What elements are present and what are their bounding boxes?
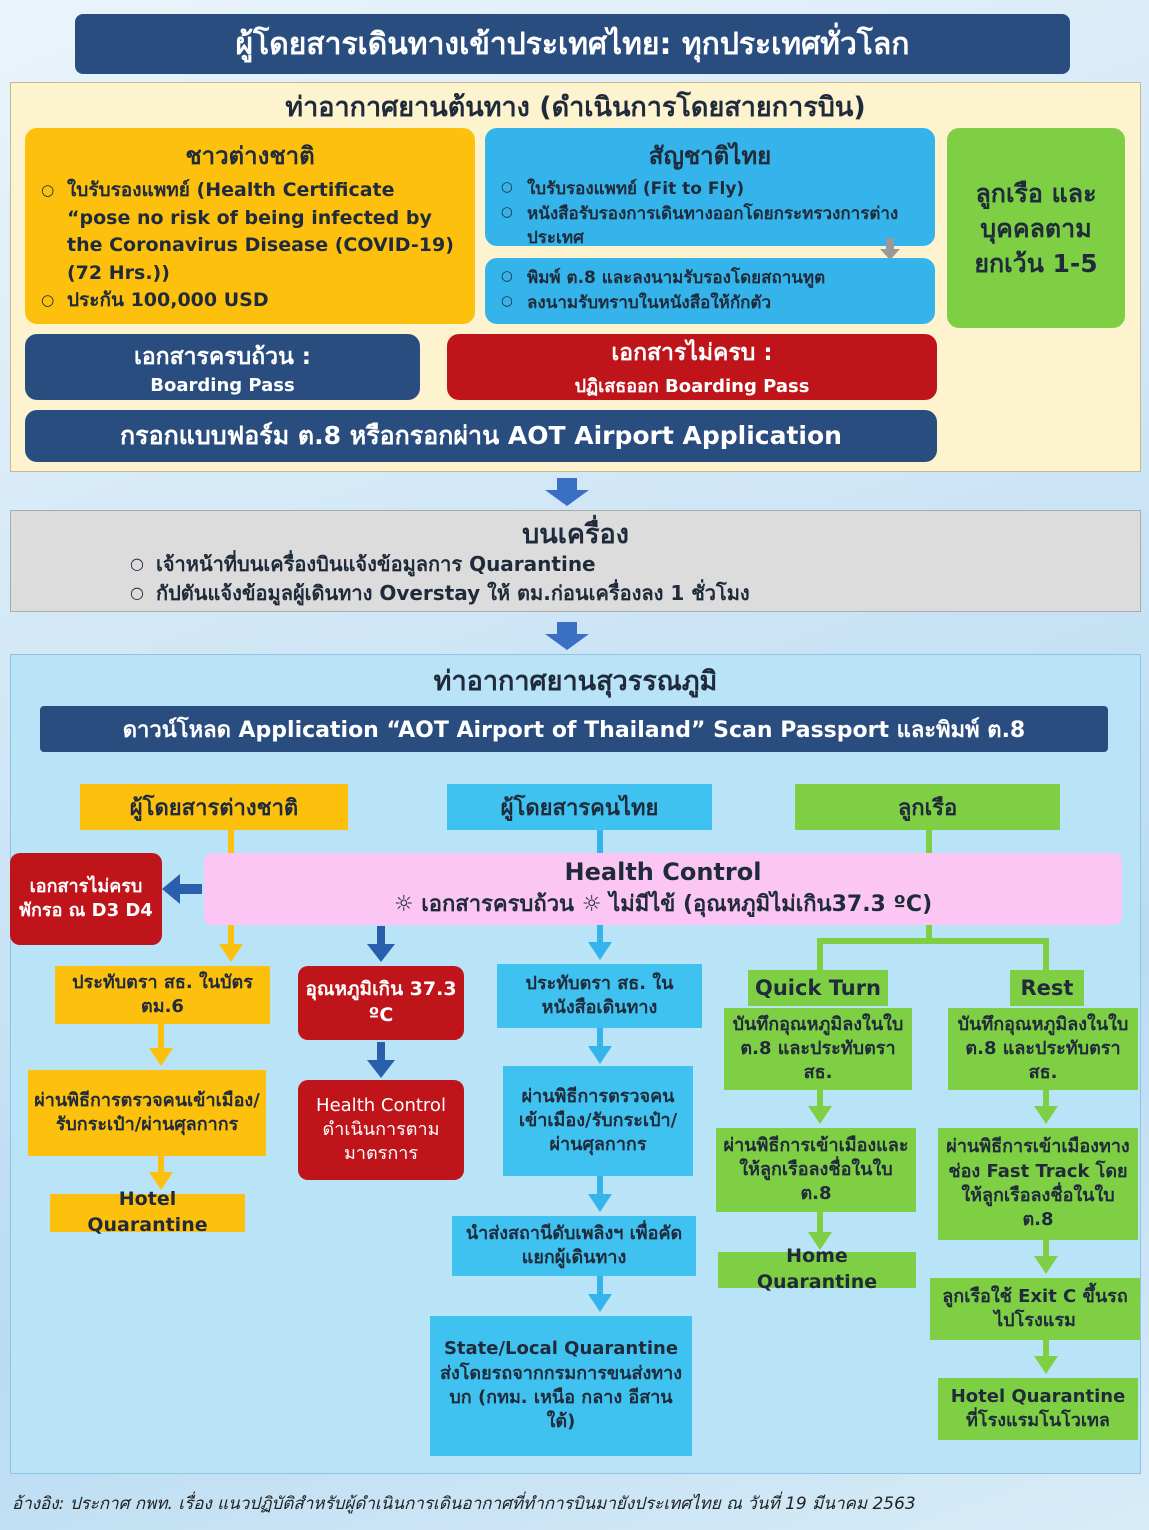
foreign-pax-header: ผู้โดยสารต่างชาติ	[80, 784, 348, 830]
quick-turn-step-immigration: ผ่านพิธีการเข้าเมืองและให้ลูกเรือลงชื่อใ…	[716, 1128, 916, 1212]
onboard-heading: บนเครื่อง	[522, 518, 629, 550]
foreign-step-immigration: ผ่านพิธีการตรวจคนเข้าเมือง/รับกระเป๋า/ผ่…	[28, 1070, 266, 1156]
rest-step-exit-c: ลูกเรือใช้ Exit C ขึ้นรถไปโรงแรม	[930, 1278, 1140, 1340]
flow-arrow-icon	[545, 478, 589, 506]
onboard-list: เจ้าหน้าที่บนเครื่องบินแจ้งข้อมูลการ Qua…	[128, 550, 1108, 608]
foreigner-box: ชาวต่างชาติ ใบรับรองแพทย์ (Health Certif…	[25, 128, 475, 324]
foreign-hotel-quarantine: Hotel Quarantine	[50, 1188, 245, 1236]
onboard-item: กัปตันแจ้งข้อมูลผู้เดินทาง Overstay ให้ …	[130, 579, 1108, 608]
home-quarantine: Home Quarantine	[718, 1245, 916, 1293]
thai-box-2: พิมพ์ ต.8 และลงนามรับรองโดยสถานทูต ลงนาม…	[485, 258, 935, 324]
reference-footer: อ้างอิง: ประกาศ กพท. เรื่อง แนวปฏิบัติสำ…	[12, 1494, 916, 1514]
docs-complete-box: เอกสารครบถ้วน : Boarding Pass	[25, 334, 420, 400]
thai-state-quarantine: State/Local Quarantine ส่งโดยรถจากกรมการ…	[430, 1316, 692, 1456]
thai-step-fire-station: นำส่งสถานีดับเพลิงฯ เพื่อคัดแยกผู้เดินทา…	[452, 1216, 696, 1276]
quick-turn-step-record: บันทึกอุณหภูมิลงในใบ ต.8 และประทับตรา สธ…	[724, 1008, 912, 1090]
thai-list: ใบรับรองแพทย์ (Fit to Fly) หนังสือรับรอง…	[499, 177, 921, 251]
docs-incomplete-sub: ปฏิเสธออก Boarding Pass	[574, 375, 810, 397]
crew-header: ลูกเรือ	[795, 784, 1060, 830]
quick-turn-header: Quick Turn	[748, 970, 888, 1006]
thai-step-stamp: ประทับตรา สธ. ในหนังสือเดินทาง	[497, 964, 702, 1028]
rest-step-fast-track: ผ่านพิธีการเข้าเมืองทางช่อง Fast Track โ…	[938, 1128, 1138, 1240]
health-control-box: Health Control ☼ เอกสารครบถ้วน ☼ ไม่มีไข…	[204, 853, 1122, 925]
thai-item: ใบรับรองแพทย์ (Fit to Fly)	[501, 177, 921, 202]
foreigner-list: ใบรับรองแพทย์ (Health Certificate “pose …	[39, 177, 461, 315]
form-box: กรอกแบบฟอร์ม ต.8 หรือกรอกผ่าน AOT Airpor…	[25, 410, 937, 462]
thai-title: สัญชาติไทย	[648, 142, 772, 170]
thai-item: พิมพ์ ต.8 และลงนามรับรองโดยสถานทูต	[501, 266, 921, 291]
rest-hotel-quarantine: Hotel Quarantine ที่โรงแรมโนโวเทล	[938, 1378, 1138, 1440]
docs-incomplete-box: เอกสารไม่ครบ : ปฏิเสธออก Boarding Pass	[447, 334, 937, 400]
crew-exempt-box: ลูกเรือ และบุคคลตามยกเว้น 1-5	[947, 128, 1125, 328]
incomplete-docs-box: เอกสารไม่ครบ พักรอ ณ D3 D4	[10, 853, 162, 945]
docs-incomplete-title: เอกสารไม่ครบ :	[611, 339, 773, 366]
fever-box: อุณหภูมิเกิน 37.3 ºC	[298, 966, 464, 1040]
foreigner-item: ประกัน 100,000 USD	[41, 287, 461, 315]
flow-arrow-icon	[545, 622, 589, 650]
foreigner-title: ชาวต่างชาติ	[185, 142, 315, 170]
rest-header: Rest	[1010, 970, 1084, 1006]
rest-step-record: บันทึกอุณหภูมิลงในใบ ต.8 และประทับตรา สธ…	[948, 1008, 1138, 1090]
download-banner: ดาวน์โหลด Application “AOT Airport of Th…	[40, 706, 1108, 752]
thai-pax-header: ผู้โดยสารคนไทย	[447, 784, 712, 830]
docs-complete-title: เอกสารครบถ้วน :	[133, 343, 311, 370]
fever-health-control: Health Control ดำเนินการตามมาตรการ	[298, 1080, 464, 1180]
thai-down-arrow-icon	[880, 238, 900, 260]
thai-item: ลงนามรับทราบในหนังสือให้กักตัว	[501, 291, 921, 316]
origin-heading: ท่าอากาศยานต้นทาง (ดำเนินการโดยสายการบิน…	[285, 91, 866, 123]
docs-complete-sub: Boarding Pass	[150, 374, 295, 396]
thai-list-2: พิมพ์ ต.8 และลงนามรับรองโดยสถานทูต ลงนาม…	[499, 266, 921, 315]
health-control-title: Health Control	[564, 857, 762, 886]
foreigner-item: ใบรับรองแพทย์ (Health Certificate “pose …	[41, 177, 461, 287]
thai-box: สัญชาติไทย ใบรับรองแพทย์ (Fit to Fly) หน…	[485, 128, 935, 248]
thai-item: หนังสือรับรองการเดินทางออกโดยกระทรวงการต…	[501, 202, 921, 251]
foreign-step-stamp: ประทับตรา สธ. ในบัตรตม.6	[55, 966, 270, 1024]
health-control-criteria: ☼ เอกสารครบถ้วน ☼ ไม่มีไข้ (อุณหภูมิไม่เ…	[393, 891, 933, 917]
page-title: ผู้โดยสารเดินทางเข้าประเทศไทย: ทุกประเทศ…	[75, 14, 1070, 74]
arrival-heading: ท่าอากาศยานสุวรรณภูมิ	[433, 665, 718, 697]
onboard-item: เจ้าหน้าที่บนเครื่องบินแจ้งข้อมูลการ Qua…	[130, 550, 1108, 579]
thai-step-immigration: ผ่านพิธีการตรวจคนเข้าเมือง/รับกระเป๋า/ผ่…	[503, 1066, 693, 1176]
